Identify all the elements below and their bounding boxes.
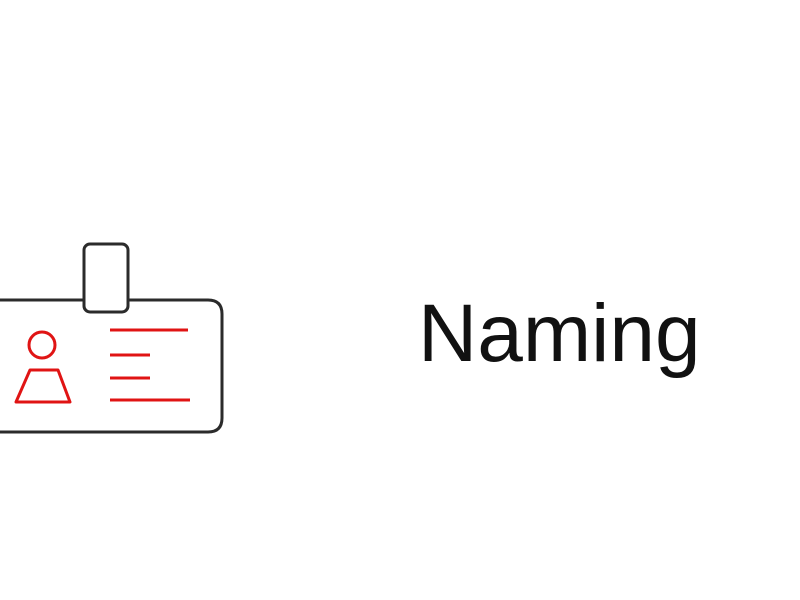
id-badge-icon	[0, 240, 232, 440]
naming-label: Naming	[418, 288, 701, 379]
